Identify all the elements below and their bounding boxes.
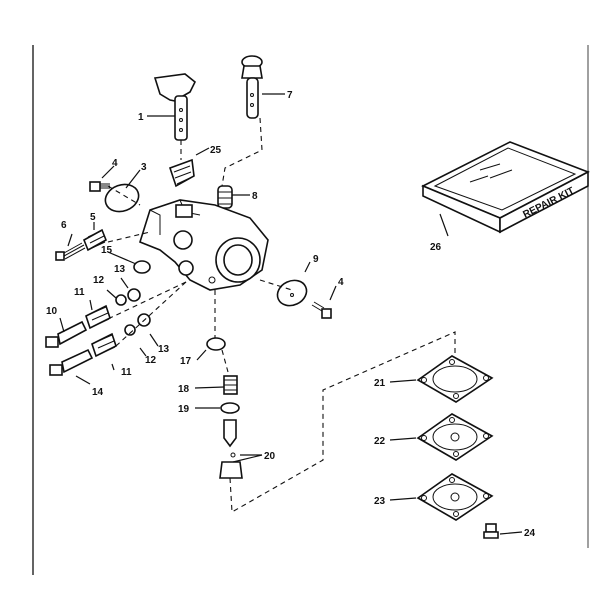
callout-3: 3 [141, 162, 147, 173]
callout-10: 10 [46, 306, 58, 317]
washer-part-12-bottom [124, 324, 136, 336]
screw-part-4-top [89, 181, 110, 192]
callout-26: 26 [430, 242, 442, 253]
spring-part-11-bottom [91, 332, 117, 358]
gasket-part-22 [416, 413, 494, 461]
callout-21: 21 [374, 378, 386, 389]
callout-20: 20 [264, 451, 276, 462]
washer-part-12-top [115, 294, 127, 306]
callout-23: 23 [374, 496, 386, 507]
spring-part-5 [82, 228, 108, 252]
callout-numbers: 1 7 25 4 3 8 6 5 15 12 13 11 10 12 13 11… [46, 90, 536, 539]
callout-24: 24 [524, 528, 536, 539]
callout-4-top: 4 [112, 158, 118, 169]
callout-6: 6 [61, 220, 67, 231]
gasket-part-21 [416, 355, 494, 403]
callout-15: 15 [101, 245, 113, 256]
spring-part-18 [223, 375, 238, 395]
callout-11-top: 11 [74, 287, 85, 298]
callout-13-bottom: 13 [158, 344, 170, 355]
callout-9: 9 [313, 254, 319, 265]
spring-part-25 [168, 158, 195, 188]
callout-4-right: 4 [338, 277, 344, 288]
plug-part-15 [133, 260, 151, 274]
callout-5: 5 [90, 212, 96, 223]
callout-12-bottom: 12 [145, 355, 157, 366]
callout-1: 1 [138, 112, 144, 123]
callout-13-top: 13 [114, 264, 126, 275]
screw-part-4-right [311, 301, 332, 319]
diaphragm-part-23 [416, 473, 494, 521]
spring-part-11-top [85, 304, 111, 330]
inlet-needle-part-20 [219, 419, 243, 479]
callout-7: 7 [287, 90, 293, 101]
throttle-shaft-part [153, 73, 197, 141]
callout-19: 19 [178, 404, 190, 415]
callout-17: 17 [180, 356, 192, 367]
callout-11-bottom: 11 [121, 367, 132, 378]
leader-lines [59, 93, 523, 535]
needle-part-10 [45, 320, 88, 348]
callout-18: 18 [178, 384, 190, 395]
needle-part-14 [49, 348, 94, 376]
assembly-dashed-lines [107, 117, 456, 513]
o-ring-part-13-top [127, 288, 141, 302]
callout-12-top: 12 [93, 275, 105, 286]
throttle-plate-part [104, 183, 140, 213]
plug-part-17 [206, 337, 226, 351]
choke-shaft-part [241, 55, 263, 119]
repair-kit-box [421, 141, 590, 234]
callout-8: 8 [252, 191, 258, 202]
screw-part-6 [55, 242, 86, 261]
choke-detent-part [217, 185, 233, 209]
callout-25: 25 [210, 145, 222, 156]
callout-22: 22 [374, 436, 386, 447]
callout-14: 14 [92, 387, 104, 398]
screw-part-24-bottom [483, 523, 499, 539]
carburetor-body-part [139, 199, 269, 291]
washer-part-19 [220, 402, 240, 414]
